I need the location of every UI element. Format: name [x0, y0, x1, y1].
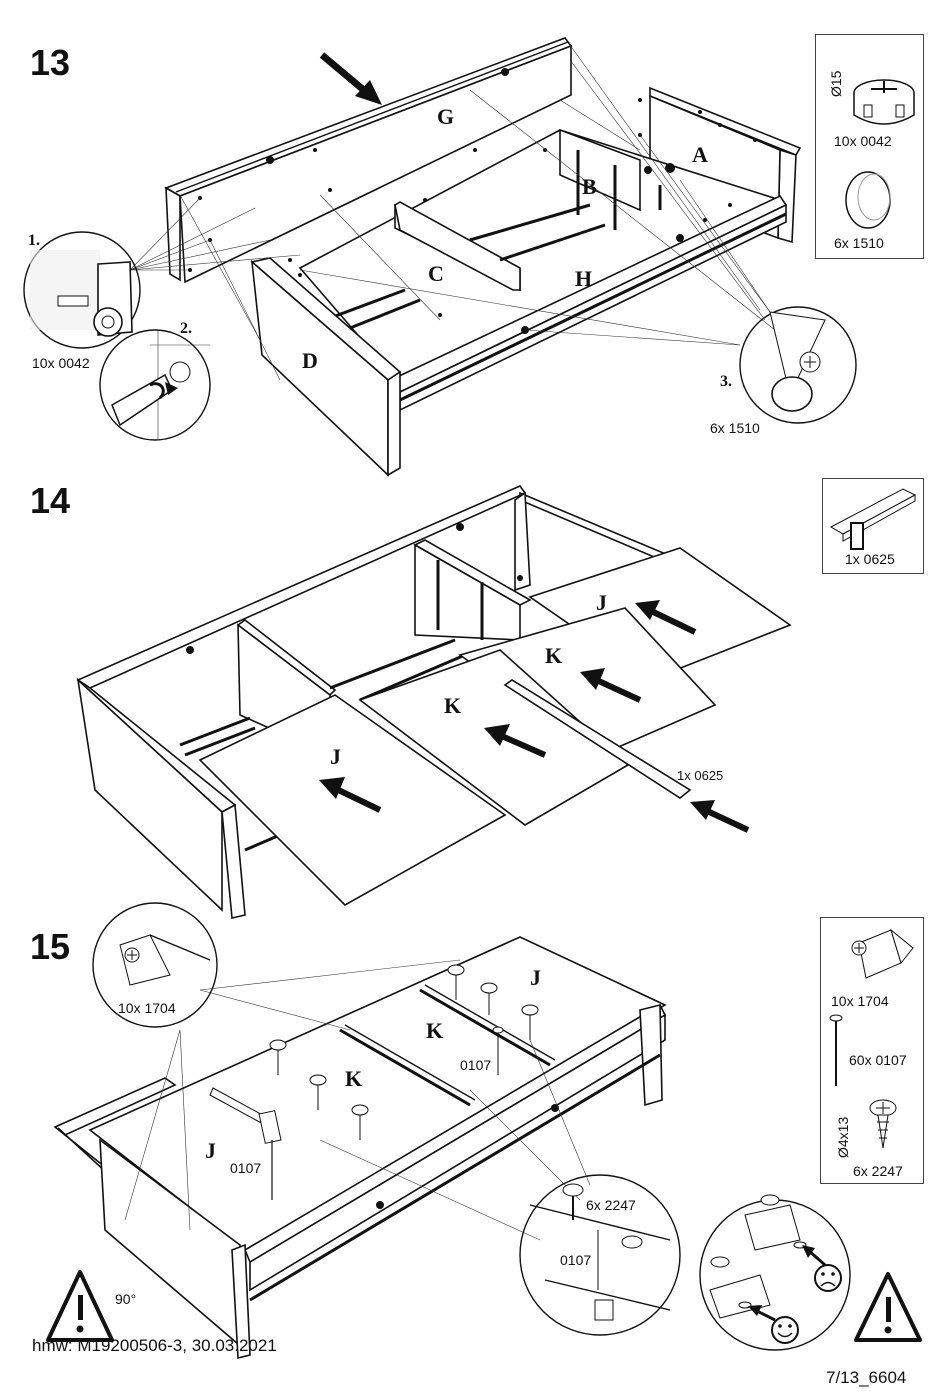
qty-0042-label: 10x 0042: [32, 355, 90, 371]
qty-1510-label: 6x 1510: [710, 420, 760, 436]
substep-3: 3.: [720, 373, 732, 390]
part-label-J-right: J: [596, 590, 607, 615]
screw-icon: [869, 1099, 897, 1149]
step-14-number: 14: [30, 480, 71, 521]
step15-part-K-left: K: [345, 1066, 363, 1091]
legend-item-0107: 60x 0107: [849, 1052, 907, 1068]
corner-bracket-detail: [92, 902, 218, 1028]
part-label-B: B: [582, 174, 597, 199]
part-label-C: C: [428, 261, 444, 286]
step15-part-J-left: J: [205, 1138, 216, 1163]
cover-cap-detail: [739, 306, 857, 424]
substep-2: 2.: [180, 320, 192, 337]
angle-label: 90°: [115, 1291, 137, 1307]
cam-lock-detail: [23, 231, 141, 349]
part-label-K-left: K: [444, 693, 462, 718]
part-label-K-right: K: [545, 643, 563, 668]
step15-part-K-right: K: [426, 1018, 444, 1043]
legend-item-1704: 10x 1704: [831, 993, 889, 1009]
step15-part-J-right: J: [530, 965, 541, 990]
bubble-2247-label: 6x 2247: [586, 1197, 636, 1213]
legend-item-0042: 10x 0042: [834, 133, 892, 149]
part-label-J-left: J: [330, 744, 341, 769]
rail-0625-label: 1x 0625: [677, 768, 724, 783]
part-label-A: A: [692, 142, 708, 167]
nail-icon: [492, 1026, 504, 1075]
hammer-icon: [209, 1087, 282, 1200]
corner-bracket-icon: [851, 928, 914, 979]
legend-step-15: 10x 1704 60x 0107 Ø4x13 6x 2247: [820, 917, 924, 1184]
part-label-H: H: [575, 266, 593, 291]
fixing-correct-incorrect-detail: [699, 1194, 851, 1351]
arrow-icon: [319, 52, 382, 105]
nail-icon: [829, 1014, 843, 1086]
part-label-G: G: [437, 104, 455, 129]
part-label-D: D: [302, 348, 318, 373]
smile-face-icon: [771, 1316, 799, 1344]
step-15-number: 15: [30, 926, 71, 967]
screw-nail-detail: [519, 1174, 681, 1336]
step-13-number: 13: [30, 42, 71, 83]
cover-cap-icon: [845, 171, 891, 229]
sad-face-icon: [814, 1264, 842, 1292]
warning-icon: [46, 1270, 114, 1342]
nail-0107-mid-label: 0107: [460, 1057, 492, 1073]
cam-lock-icon: [853, 79, 915, 125]
legend-item-2247: 6x 2247: [853, 1163, 903, 1179]
warning-icon: [854, 1272, 922, 1342]
h-rail-icon: [829, 488, 917, 550]
screw-icon: [269, 964, 539, 1140]
document-reference: hmw: M19200506-3, 30.03.2021: [32, 1336, 277, 1355]
legend-step-13: Ø15 10x 0042 6x 1510: [815, 34, 924, 259]
screwdriver-detail: [99, 329, 211, 441]
legend-item-0625: 1x 0625: [845, 551, 895, 567]
arrow-icon: [319, 600, 750, 833]
nail-0107-left-label: 0107: [230, 1160, 262, 1176]
substep-1: 1.: [28, 232, 40, 249]
legend-item-1510: 6x 1510: [834, 235, 884, 251]
legend-screw-dimension: Ø4x13: [835, 1116, 851, 1158]
page-number: 7/13_6604: [826, 1368, 907, 1387]
bubble-0107-label: 0107: [560, 1252, 592, 1268]
bubble-1704-label: 10x 1704: [118, 1000, 176, 1016]
legend-step-14: 1x 0625: [822, 478, 924, 574]
